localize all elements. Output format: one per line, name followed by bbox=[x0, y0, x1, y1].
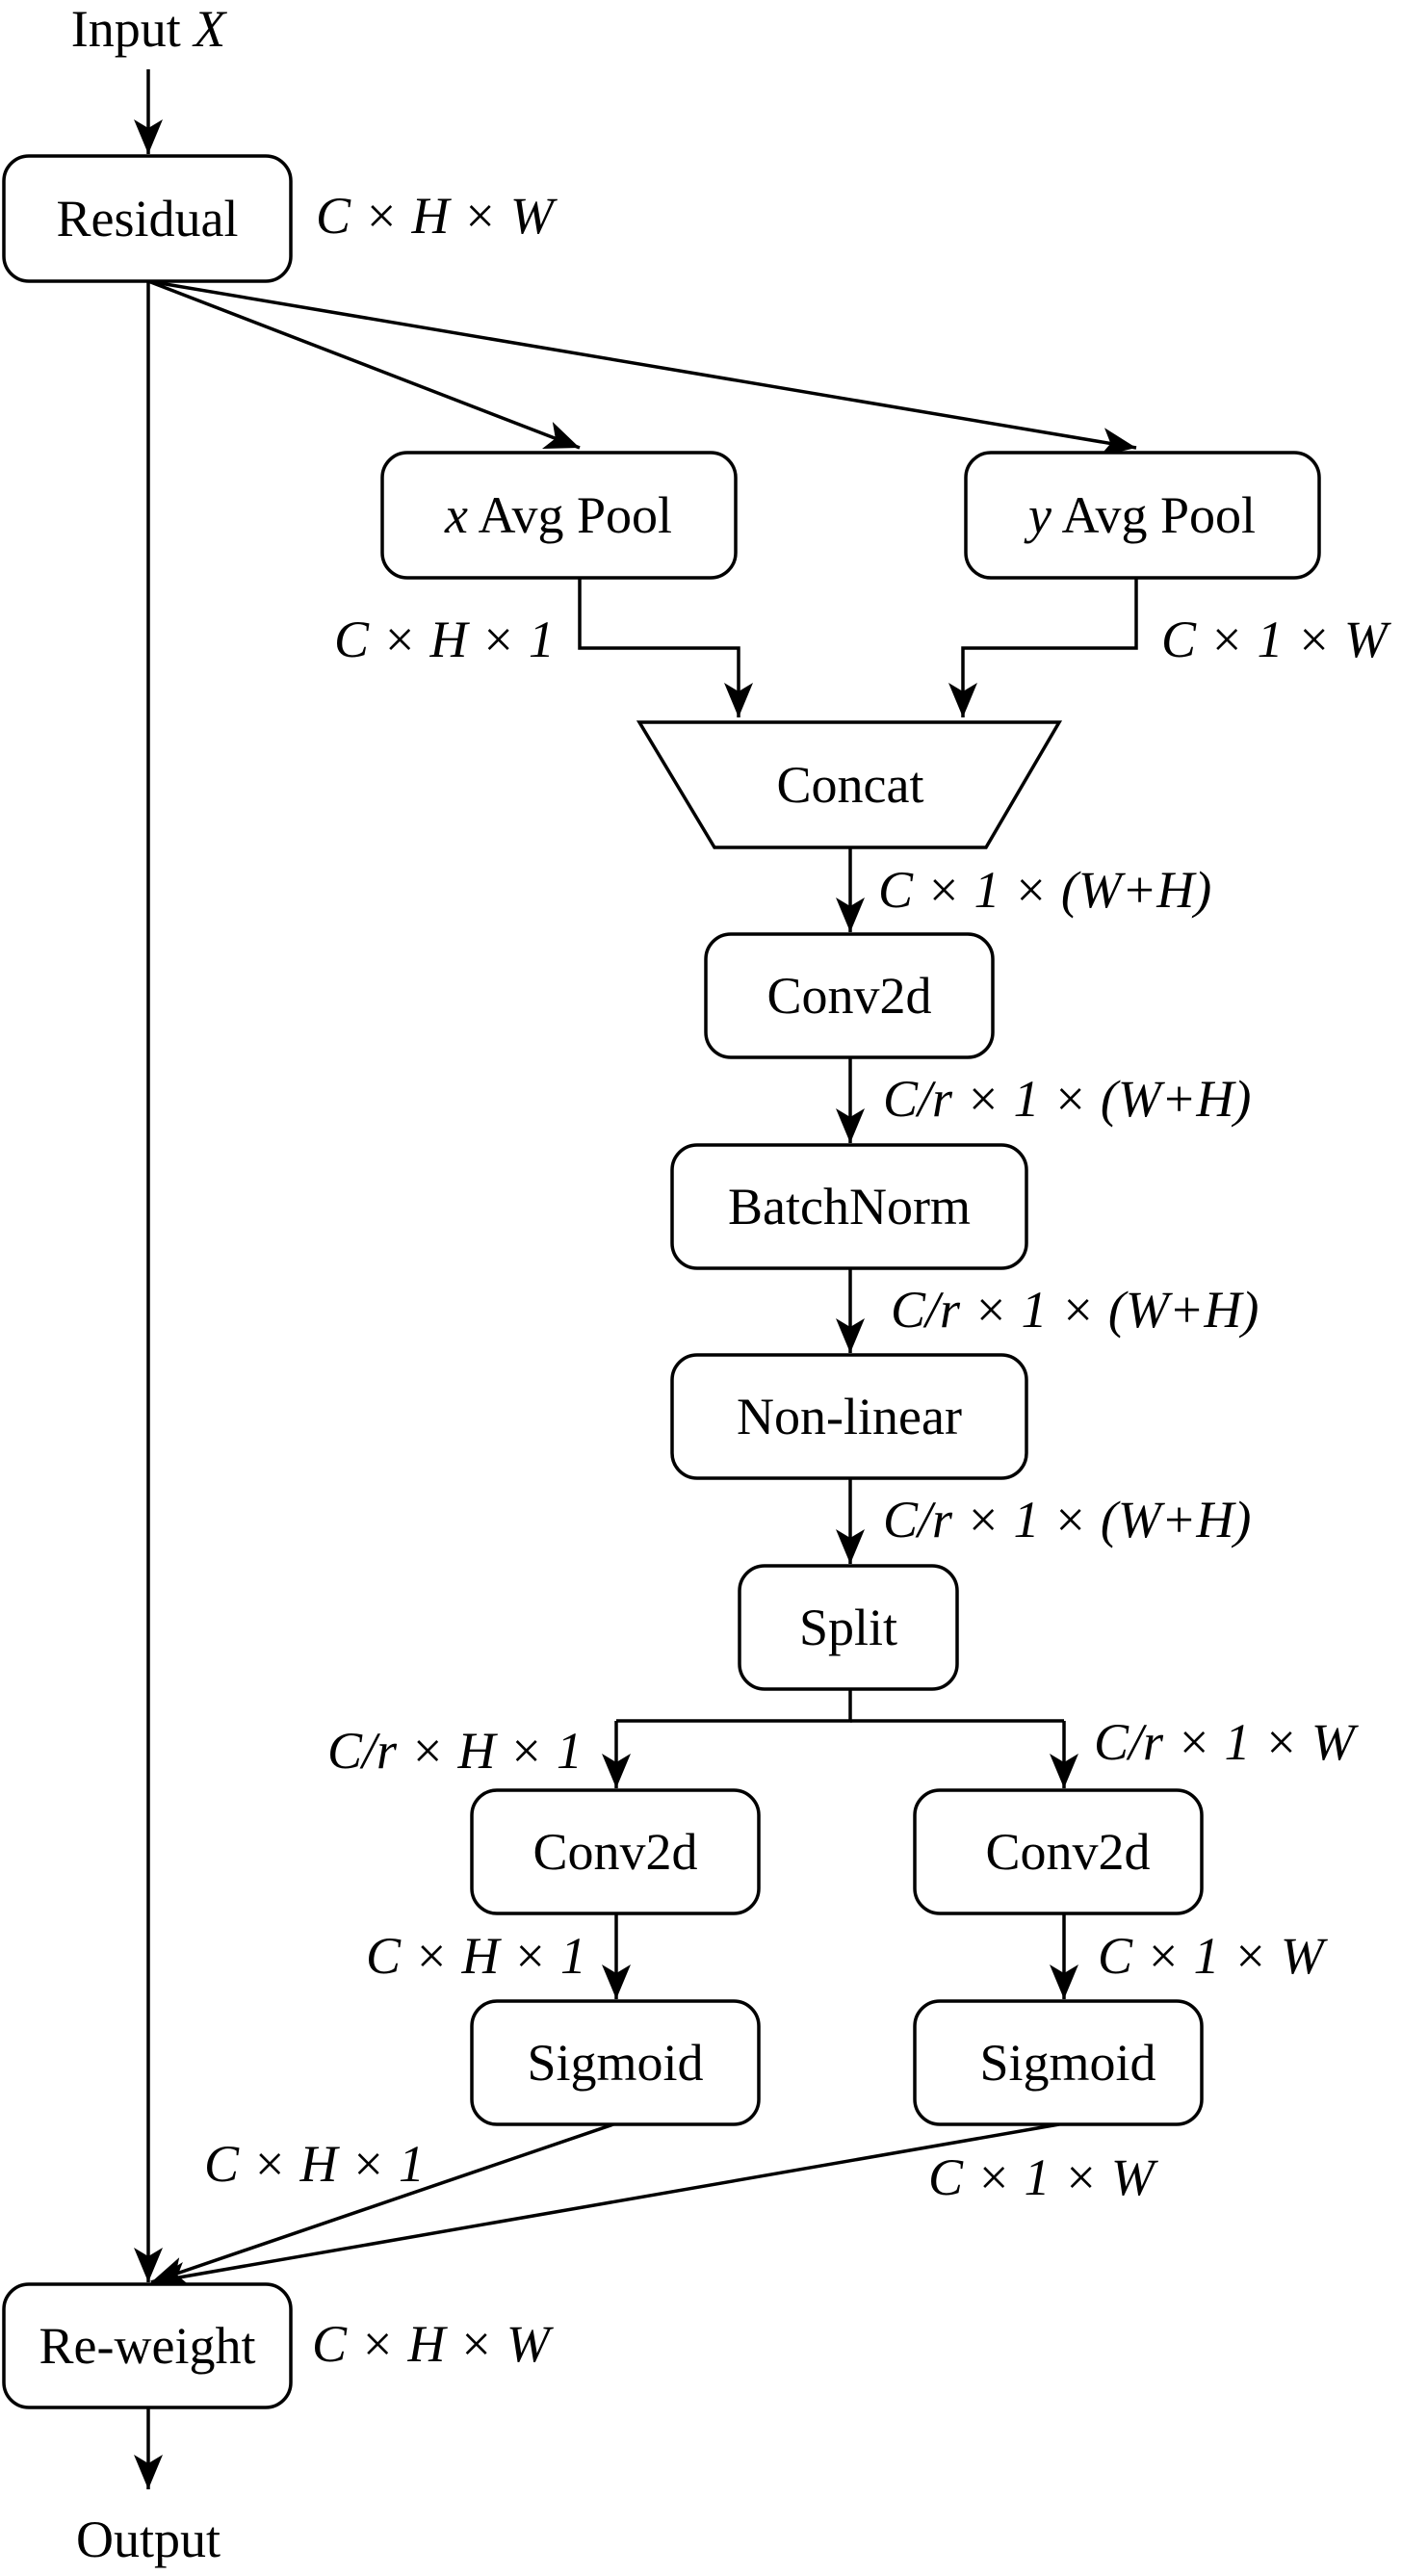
sigmoid-h-box bbox=[470, 1999, 761, 2126]
dim-sig-h-out: C × H × 1 bbox=[204, 2135, 425, 2193]
edge-split-branches bbox=[616, 1689, 852, 1723]
node-batchnorm: BatchNorm bbox=[670, 1143, 1028, 1270]
dim-conv-out: C/r × 1 × (W+H) bbox=[883, 1070, 1251, 1128]
input-label: Input X bbox=[71, 0, 228, 58]
conv2d-h-label: Conv2d bbox=[532, 1823, 697, 1881]
node-conv2d-w: Conv2d bbox=[913, 1788, 1204, 1915]
batchnorm-label: BatchNorm bbox=[728, 1178, 971, 1236]
sigmoid-h-label: Sigmoid bbox=[527, 2034, 703, 2092]
dim-sig-w-out: C × 1 × W bbox=[928, 2148, 1159, 2206]
node-sigmoid-h: Sigmoid bbox=[470, 1999, 761, 2126]
node-concat: Concat bbox=[636, 720, 1063, 849]
node-reweight: Re-weight bbox=[2, 2282, 293, 2409]
nonlinear-label: Non-linear bbox=[737, 1388, 962, 1445]
y-avg-pool-label: y Avg Pool bbox=[1024, 486, 1256, 544]
dim-nl-out: C/r × 1 × (W+H) bbox=[883, 1491, 1251, 1548]
concat-label: Concat bbox=[777, 756, 924, 814]
node-split: Split bbox=[738, 1564, 959, 1691]
sigmoid-w-label: Sigmoid bbox=[979, 2034, 1155, 2092]
batchnorm-box bbox=[670, 1143, 1028, 1270]
residual-label: Residual bbox=[57, 190, 239, 247]
edge-residual-to-x-pool bbox=[147, 279, 581, 450]
dim-y-pool-out: C × 1 × W bbox=[1161, 611, 1392, 668]
edge-residual-to-y-pool bbox=[147, 279, 1137, 456]
dim-x-pool-out: C × H × 1 bbox=[334, 611, 555, 668]
edges bbox=[134, 69, 1138, 2489]
reweight-label: Re-weight bbox=[39, 2317, 256, 2375]
concat-trapezoid bbox=[636, 720, 1063, 849]
node-conv2d-h: Conv2d bbox=[470, 1788, 761, 1915]
conv2d-main-label: Conv2d bbox=[766, 967, 931, 1025]
dimension-labels: C × H × W C × H × 1 C × 1 × W C × 1 × (W… bbox=[204, 187, 1392, 2373]
edge-y-pool-to-concat bbox=[948, 578, 1138, 717]
y-avg-pool-box bbox=[964, 451, 1321, 580]
edge-sigmoid-w-to-reweight bbox=[150, 2122, 1060, 2291]
node-nonlinear: Non-linear bbox=[670, 1353, 1028, 1480]
dim-reweight-out: C × H × W bbox=[312, 2315, 555, 2373]
dim-split-h: C/r × H × 1 bbox=[327, 1722, 583, 1780]
conv2d-main-box bbox=[704, 932, 995, 1059]
output-label: Output bbox=[76, 2511, 221, 2568]
conv2d-h-box bbox=[470, 1788, 761, 1915]
dim-conv-h-out: C × H × 1 bbox=[366, 1927, 586, 1985]
dim-conv-w-out: C × 1 × W bbox=[1098, 1927, 1329, 1985]
edge-sigmoid-h-to-reweight bbox=[150, 2122, 614, 2285]
node-y-avg-pool: y Avg Pool bbox=[964, 451, 1321, 580]
nonlinear-box bbox=[670, 1353, 1028, 1480]
conv2d-w-box bbox=[913, 1788, 1204, 1915]
split-label: Split bbox=[799, 1599, 897, 1656]
node-residual: Residual bbox=[2, 154, 293, 283]
reweight-box bbox=[2, 2282, 293, 2409]
x-avg-pool-box bbox=[380, 451, 738, 580]
split-box bbox=[738, 1564, 959, 1691]
dim-residual-out: C × H × W bbox=[316, 187, 558, 245]
conv2d-w-label: Conv2d bbox=[985, 1823, 1150, 1881]
node-conv2d-main: Conv2d bbox=[704, 932, 995, 1059]
dim-split-w: C/r × 1 × W bbox=[1094, 1713, 1360, 1771]
node-x-avg-pool: x Avg Pool bbox=[380, 451, 738, 580]
x-avg-pool-label: x Avg Pool bbox=[444, 486, 672, 544]
edge-x-pool-to-concat bbox=[578, 578, 753, 717]
residual-box bbox=[2, 154, 293, 283]
node-sigmoid-w: Sigmoid bbox=[913, 1999, 1204, 2126]
dim-bn-out: C/r × 1 × (W+H) bbox=[891, 1281, 1259, 1339]
sigmoid-w-box bbox=[913, 1999, 1204, 2126]
dim-concat-out: C × 1 × (W+H) bbox=[878, 861, 1211, 919]
